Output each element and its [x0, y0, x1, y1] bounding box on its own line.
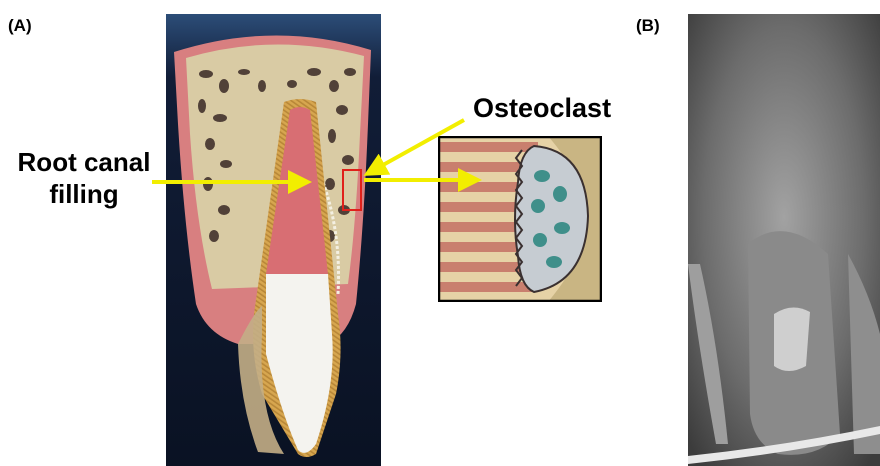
callout-root-canal-filling-line1: Root canal: [8, 146, 160, 178]
callout-root-canal-filling-line2: filling: [8, 178, 160, 210]
callout-root-canal-filling: Root canal filling: [8, 146, 160, 210]
tooth-illustration: [166, 14, 381, 466]
osteoclast-zoom-inset: [438, 136, 602, 302]
panel-label-a: (A): [8, 16, 32, 36]
panel-label-b: (B): [636, 16, 660, 36]
dental-radiograph: [688, 14, 880, 466]
callout-osteoclast: Osteoclast: [473, 93, 611, 124]
xray-restoration: [774, 307, 810, 371]
